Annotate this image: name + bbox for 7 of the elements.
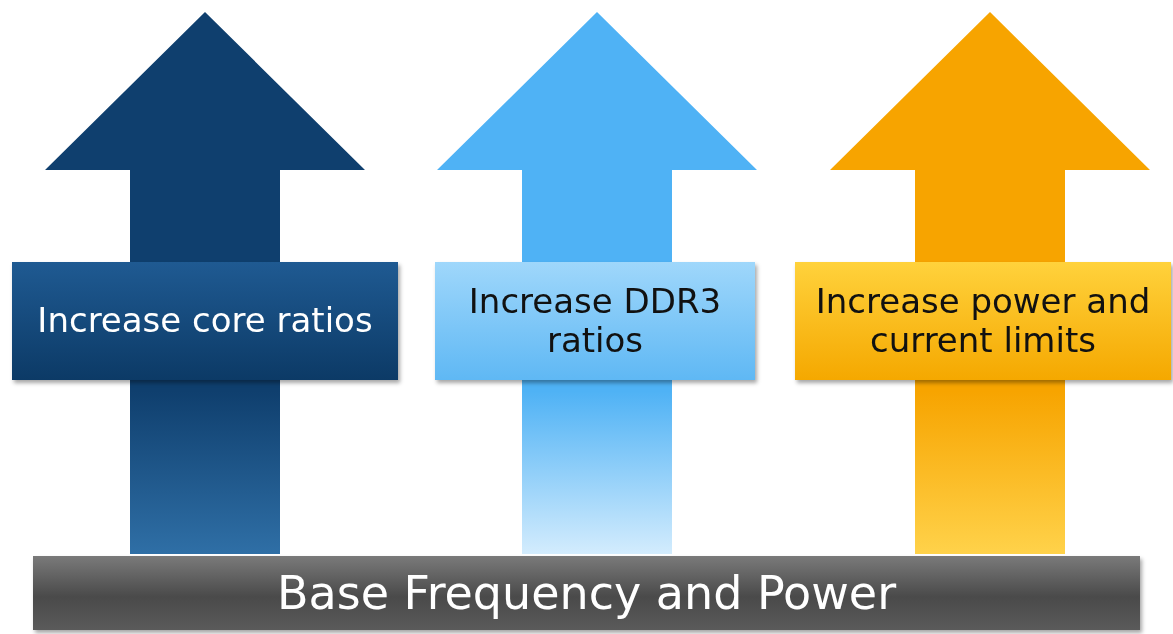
base-bar: Base Frequency and Power xyxy=(33,556,1140,630)
arrow-shaped-panel xyxy=(795,12,1171,554)
arrow-shaped-panel xyxy=(435,12,757,554)
label-banner: Increase core ratios xyxy=(12,262,398,380)
arrow-shaped-panel xyxy=(12,12,398,554)
label-banner: Increase power and current limits xyxy=(795,262,1171,380)
label-banner: Increase DDR3 ratios xyxy=(435,262,755,380)
